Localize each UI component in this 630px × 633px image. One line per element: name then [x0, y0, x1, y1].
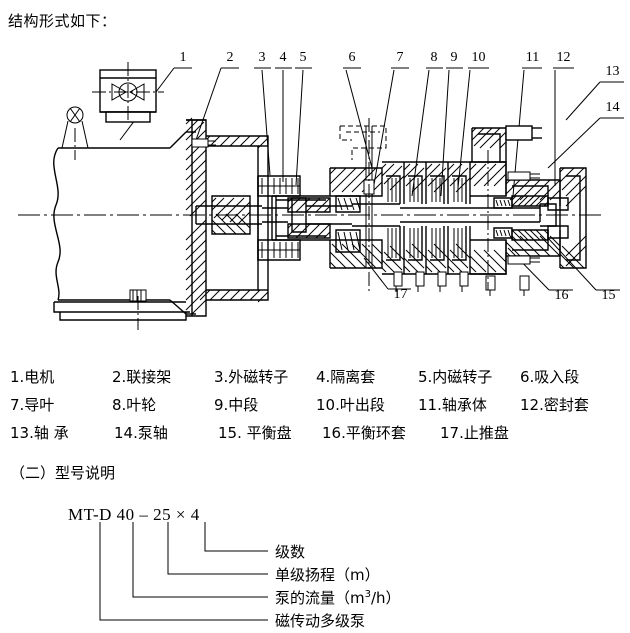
end-cover-hatch: [559, 167, 587, 269]
legend-item: 14.泵轴: [114, 424, 168, 442]
motor-body: [53, 131, 196, 321]
model-leader-lines: [99, 522, 268, 621]
model-callout-stages: 级数: [275, 543, 306, 561]
bearing-housing-hatch: [505, 179, 561, 257]
legend-item: 12.密封套: [520, 396, 589, 414]
legend-item: 16.平衡环套: [322, 424, 406, 442]
discharge-branch: [471, 125, 542, 162]
motor-base-bolt: [129, 289, 147, 302]
num-label: 9: [450, 50, 458, 65]
cover-bolts: [485, 171, 540, 296]
model-code: MT-D 40 – 25 × 4: [68, 505, 200, 524]
suction-casing: [329, 125, 387, 269]
page-title: 结构形式如下：: [8, 12, 117, 30]
bearing-housing: [506, 179, 561, 257]
bearing: [511, 195, 549, 241]
legend-item: 6.吸入段: [520, 368, 580, 386]
adapter-wall-hatch: [199, 135, 269, 303]
legend-item: 2.联接架: [112, 368, 172, 386]
legend-row: 13.轴 承 14.泵轴 15. 平衡盘 16.平衡环套 17.止推盘: [10, 422, 622, 443]
legend-item: 15. 平衡盘: [218, 424, 292, 442]
num-label: 17: [393, 287, 408, 302]
motor-lifting-eye: [61, 106, 89, 149]
inner-rotor-hatch: [287, 197, 331, 239]
num-label: 2: [226, 50, 234, 65]
num-label: 3: [258, 50, 266, 65]
model-section-heading: （二）型号说明: [10, 464, 116, 482]
model-callout-head: 单级扬程（m）: [275, 566, 380, 584]
legend-row: 7.导叶 8.叶轮 9.中段 10.叶出段 11.轴承体 12.密封套: [10, 394, 622, 415]
adapter-flange-bolt: [191, 138, 216, 148]
num-label: 7: [396, 50, 404, 65]
num-label: 11: [525, 50, 540, 65]
legend-row: 1.电机 2.联接架 3.外磁转子 4.隔离套 5.内磁转子 6.吸入段: [10, 366, 622, 387]
end-cover: [559, 167, 587, 269]
balance-disc: [493, 197, 513, 239]
model-callout-flow: 泵的流量（m3/h）: [275, 589, 401, 607]
num-label: 12: [556, 50, 571, 65]
legend-item: 7.导叶: [10, 396, 55, 414]
legend-item: 9.中段: [214, 396, 259, 414]
model-callout-pump-type: 磁传动多级泵: [275, 612, 366, 630]
stage-tie-bolts: [393, 271, 469, 292]
num-label: 13: [605, 64, 620, 79]
legend-item: 5.内磁转子: [418, 368, 493, 386]
discharge-hatch: [471, 127, 507, 149]
legend-item: 17.止推盘: [440, 424, 509, 442]
outer-magnet-rotor: [257, 175, 301, 261]
num-label: 6: [348, 50, 356, 65]
legend-item: 1.电机: [10, 368, 55, 386]
legend-item: 8.叶轮: [112, 396, 157, 414]
legend-item: 10.叶出段: [316, 396, 385, 414]
thrust-disc: [335, 195, 361, 253]
shaft-hatch: [211, 197, 251, 235]
legend-item: 4.隔离套: [316, 368, 376, 386]
num-label: 15: [601, 288, 616, 303]
balance-ring-sleeve: [495, 199, 511, 237]
num-label: 4: [279, 50, 287, 65]
num-label: 16: [554, 288, 569, 303]
terminal-box-centerlines: [92, 62, 164, 122]
legend-item: 3.外磁转子: [214, 368, 289, 386]
num-label: 10: [471, 50, 486, 65]
num-label: 14: [605, 100, 620, 115]
num-label: 5: [299, 50, 307, 65]
legend-item: 11.轴承体: [418, 396, 487, 414]
thrust-disc-detail: [337, 197, 361, 251]
num-label: 1: [179, 50, 187, 65]
leader-lines: [119, 67, 624, 291]
bearing-hatch: [511, 195, 549, 241]
parts-legend: 1.电机 2.联接架 3.外磁转子 4.隔离套 5.内磁转子 6.吸入段 7.导…: [10, 366, 622, 450]
stage-centerlines: [368, 118, 489, 292]
adapter-flange-hatch: [185, 117, 207, 315]
num-label: 8: [430, 50, 438, 65]
outer-rotor-magnets: [258, 178, 300, 258]
legend-item: 13.轴 承: [10, 424, 69, 442]
containment-shell: [271, 195, 330, 241]
adapter-frame: [186, 119, 269, 317]
impeller-vanes: [387, 178, 463, 258]
